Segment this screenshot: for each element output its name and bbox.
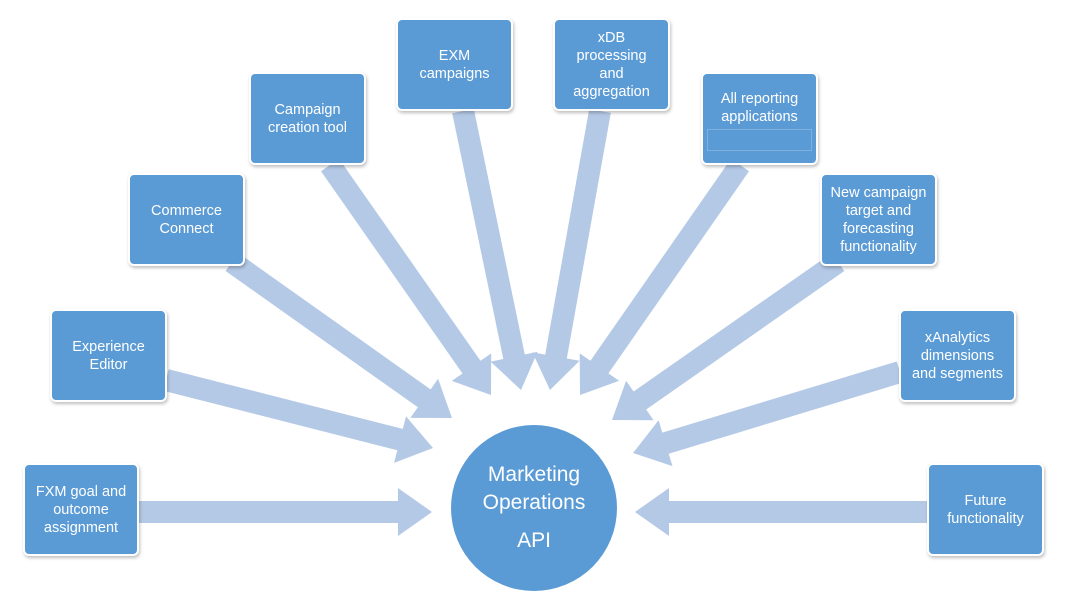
box-future: Future functionality [927,463,1044,556]
box-experience-editor: Experience Editor [50,309,167,402]
box-fxm-goal-label: FXM goal and outcome assignment [35,483,127,536]
arrow-xdb-processing [532,109,611,390]
arrow-future [635,488,927,536]
arrow-experience-editor [163,369,434,463]
arrow-commerce-connect [225,253,452,418]
box-xanalytics: xAnalytics dimensions and segments [899,309,1016,402]
arrow-all-reporting [579,158,749,395]
box-new-campaign-target-label: New campaign target and forecasting func… [830,184,927,255]
box-xdb-processing: xDB processing and aggregation [553,18,670,111]
box-exm-campaigns: EXM campaigns [396,18,513,111]
box-new-campaign-target: New campaign target and forecasting func… [820,173,937,266]
arrow-fxm-goal [139,488,432,536]
box-xanalytics-label: xAnalytics dimensions and segments [911,329,1004,382]
box-fxm-goal: FXM goal and outcome assignment [23,463,139,556]
hub-title: Marketing Operations [482,463,586,514]
arrow-campaign-creation [321,158,492,395]
box-all-reporting-inner-frame [707,129,812,151]
box-all-reporting-label: All reporting applications [720,91,799,125]
box-commerce-connect-label: Commerce Connect [151,202,222,237]
box-exm-campaigns-label: EXM campaigns [419,47,490,82]
box-experience-editor-label: Experience Editor [72,338,145,373]
box-xdb-processing-label: xDB processing and aggregation [573,29,650,100]
arrow-xanalytics [633,361,904,467]
box-all-reporting: All reporting applications [701,72,818,165]
box-campaign-creation-label: Campaign creation tool [268,101,347,136]
box-commerce-connect: Commerce Connect [128,173,245,266]
arrow-new-campaign-target [612,253,845,421]
hub-subtitle: API [517,529,551,552]
box-campaign-creation: Campaign creation tool [249,72,366,165]
box-future-label: Future functionality [947,492,1024,527]
hub-circle: Marketing Operations API [451,425,617,591]
arrow-exm-campaigns [452,108,538,391]
